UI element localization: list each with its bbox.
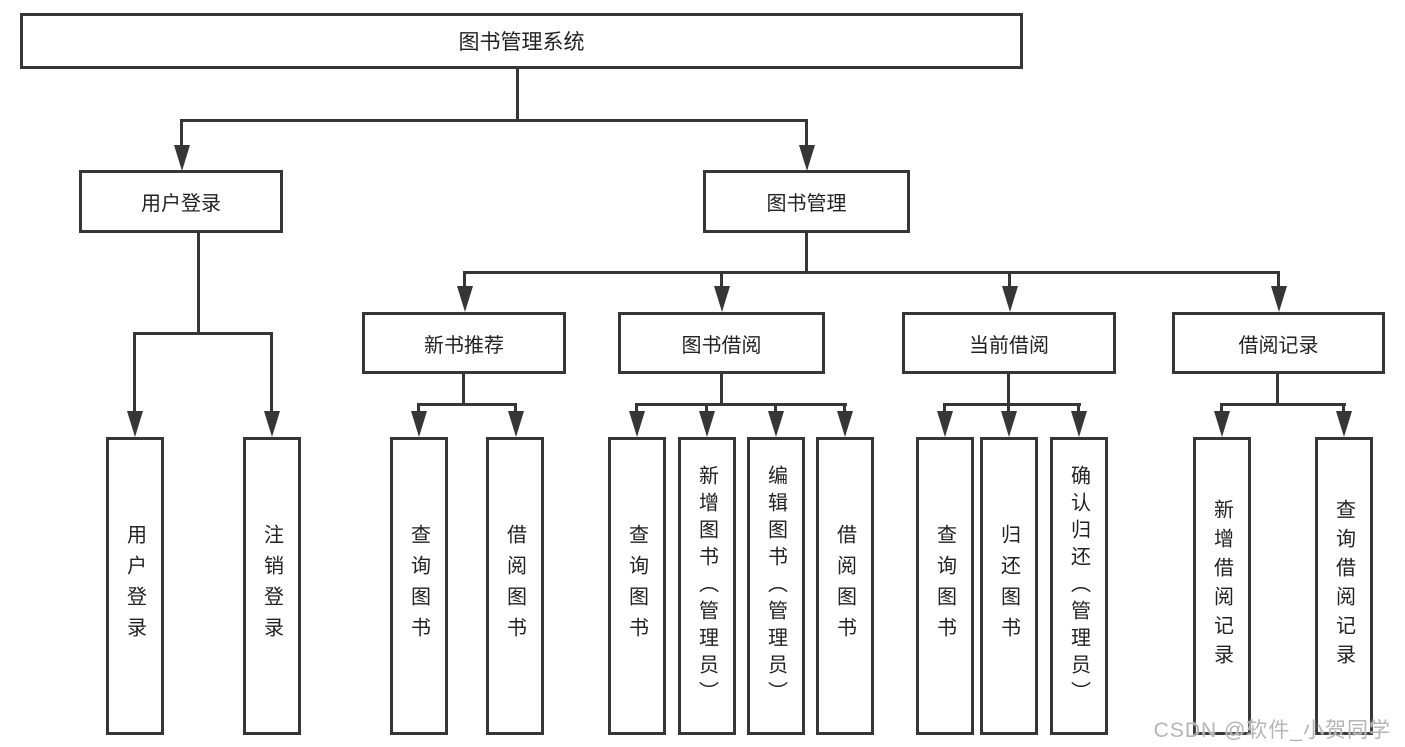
node-label: 查询借阅记录 xyxy=(1332,499,1355,673)
node-label: 注销登录 xyxy=(260,524,283,648)
connector-vertical xyxy=(1008,271,1011,289)
arrow-down-icon xyxy=(1001,411,1017,437)
node-label: 借阅图书 xyxy=(503,524,526,648)
node-root-system: 图书管理系统 xyxy=(20,13,1023,69)
arrow-down-icon xyxy=(1071,411,1087,437)
leaf-borrow-books: 借阅图书 xyxy=(816,437,874,735)
node-label: 查询图书 xyxy=(625,524,648,648)
node-label: 用户登录 xyxy=(141,193,221,215)
leaf-query-borrow-record: 查询借阅记录 xyxy=(1315,437,1373,735)
connector-vertical xyxy=(516,69,519,121)
arrow-down-icon xyxy=(629,411,645,437)
arrow-down-icon xyxy=(714,286,730,312)
arrow-down-icon xyxy=(768,411,784,437)
arrow-down-icon xyxy=(174,145,190,171)
node-label: 归还图书 xyxy=(997,524,1020,648)
node-label: 借阅图书 xyxy=(833,524,856,648)
leaf-confirm-return-admin: 确认归还（管理员） xyxy=(1050,437,1108,735)
arrow-down-icon xyxy=(411,411,427,437)
leaf-borrow-books-recommend: 借阅图书 xyxy=(486,437,544,735)
connector-horizontal xyxy=(180,119,808,122)
arrow-down-icon xyxy=(837,411,853,437)
connector-vertical xyxy=(1276,374,1279,406)
arrow-down-icon xyxy=(1271,286,1287,312)
connector-horizontal xyxy=(943,403,1081,406)
connector-vertical xyxy=(805,233,808,274)
leaf-edit-books-admin: 编辑图书（管理员） xyxy=(747,437,805,735)
arrow-down-icon xyxy=(1002,286,1018,312)
connector-vertical xyxy=(270,332,273,412)
connector-vertical xyxy=(462,374,465,406)
node-label: 新增借阅记录 xyxy=(1210,499,1233,673)
connector-vertical xyxy=(943,403,946,415)
connector-horizontal xyxy=(417,403,517,406)
node-label: 图书借阅 xyxy=(681,334,762,357)
connector-vertical xyxy=(805,119,808,147)
connector-vertical xyxy=(1342,403,1345,415)
connector-vertical xyxy=(514,403,517,415)
node-label: 新增图书（管理员） xyxy=(695,464,718,708)
connector-vertical xyxy=(705,403,708,415)
watermark: CSDN @软件_小贺同学 xyxy=(1153,719,1391,742)
connector-vertical xyxy=(1220,403,1223,415)
leaf-query-books-borrow: 查询图书 xyxy=(608,437,666,735)
connector-vertical xyxy=(197,233,200,335)
connector-vertical xyxy=(1007,374,1010,406)
leaf-add-books-admin: 新增图书（管理员） xyxy=(678,437,736,735)
node-label: 图书管理系统 xyxy=(458,31,585,54)
node-label: 图书管理 xyxy=(766,193,847,215)
arrow-down-icon xyxy=(264,411,280,437)
connector-vertical xyxy=(1007,403,1010,415)
connector-vertical xyxy=(417,403,420,415)
node-borrowing-records: 借阅记录 xyxy=(1172,312,1385,374)
node-book-management: 图书管理 xyxy=(703,170,910,233)
leaf-logout: 注销登录 xyxy=(243,437,301,735)
connector-vertical xyxy=(720,271,723,289)
node-label: 当前借阅 xyxy=(969,334,1049,357)
connector-vertical xyxy=(774,403,777,415)
node-label: 用户登录 xyxy=(123,524,146,648)
connector-horizontal xyxy=(463,271,1280,274)
connector-vertical xyxy=(180,119,183,147)
node-label: 借阅记录 xyxy=(1238,334,1319,357)
node-label: 新书推荐 xyxy=(424,334,504,357)
node-label: 确认归还（管理员） xyxy=(1067,464,1090,708)
node-book-borrowing: 图书借阅 xyxy=(618,312,825,374)
connector-horizontal xyxy=(1220,403,1346,406)
node-label: 编辑图书（管理员） xyxy=(764,464,787,708)
leaf-add-borrow-record: 新增借阅记录 xyxy=(1193,437,1251,735)
leaf-user-login: 用户登录 xyxy=(106,437,164,735)
arrow-down-icon xyxy=(1336,411,1352,437)
connector-vertical xyxy=(1077,403,1080,415)
connector-vertical xyxy=(720,374,723,406)
node-label: 查询图书 xyxy=(933,524,956,648)
connector-vertical xyxy=(843,403,846,415)
connector-vertical xyxy=(635,403,638,415)
node-user-login-branch: 用户登录 xyxy=(79,170,283,233)
arrow-down-icon xyxy=(457,286,473,312)
node-current-borrowing: 当前借阅 xyxy=(902,312,1116,374)
arrow-down-icon xyxy=(699,411,715,437)
leaf-query-books-recommend: 查询图书 xyxy=(390,437,448,735)
connector-vertical xyxy=(463,271,466,289)
arrow-down-icon xyxy=(799,145,815,171)
arrow-down-icon xyxy=(508,411,524,437)
node-new-book-recommend: 新书推荐 xyxy=(362,312,566,374)
leaf-return-books: 归还图书 xyxy=(980,437,1038,735)
connector-horizontal xyxy=(133,332,273,335)
arrow-down-icon xyxy=(1214,411,1230,437)
node-label: 查询图书 xyxy=(407,524,430,648)
arrow-down-icon xyxy=(937,411,953,437)
arrow-down-icon xyxy=(127,411,143,437)
leaf-query-books-current: 查询图书 xyxy=(916,437,974,735)
connector-horizontal xyxy=(635,403,847,406)
connector-vertical xyxy=(1277,271,1280,289)
connector-vertical xyxy=(133,332,136,412)
